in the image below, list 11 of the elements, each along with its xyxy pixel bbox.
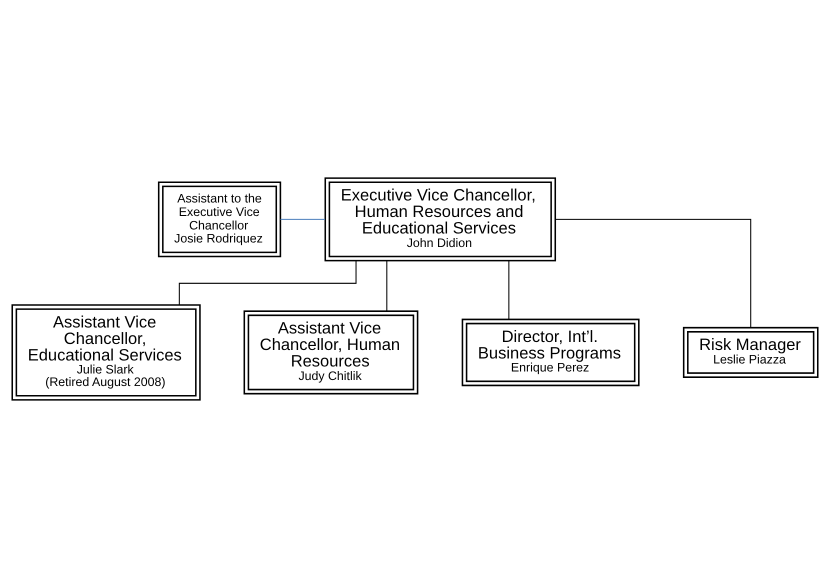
connector <box>178 260 357 304</box>
node-box: Assistant Vice Chancellor, Human Resources Judy Chitlik <box>244 310 418 394</box>
node-box: Assistant Vice Chancellor, Educational Services Julie Slark (Retired August 2008) <box>11 304 201 400</box>
connector <box>386 260 388 311</box>
connector <box>280 218 325 220</box>
node-box: Risk Manager Leslie Piazza <box>682 326 819 378</box>
node-box: Executive Vice Chancellor, Human Resources and Educational Services John Didion <box>324 176 556 261</box>
connector <box>555 218 752 327</box>
connector <box>508 260 510 319</box>
node-box: Assistant to the Executive Vice Chancellor Josie Rodriquez <box>158 180 282 257</box>
node-box: Director, Int’l. Business Programs Enrique Perez <box>462 318 640 386</box>
